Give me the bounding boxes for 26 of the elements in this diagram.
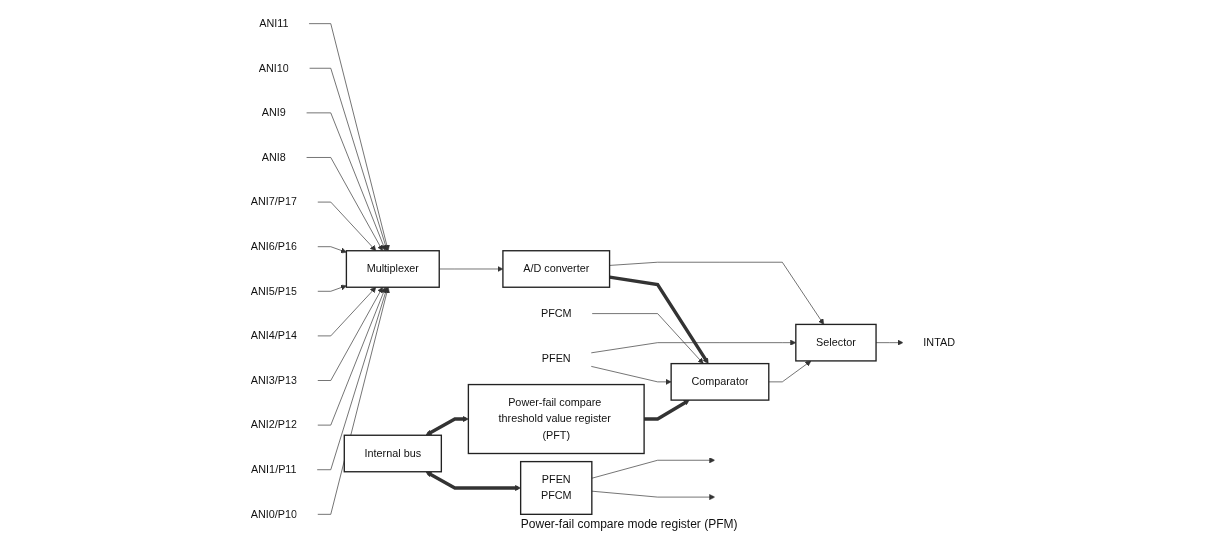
node-text: ANI5/P15	[250, 285, 298, 297]
arrow	[425, 416, 469, 436]
node-text: ANI7/P17	[250, 196, 298, 208]
node-text: INTAD	[923, 336, 956, 349]
node-box: Comparator	[670, 362, 770, 401]
node-text: ANI8	[261, 151, 287, 163]
node-text: ANI2/P12	[250, 419, 298, 431]
node-box: A/D converter	[502, 250, 611, 288]
node-text: ANI1/P11	[251, 463, 297, 476]
node-text: PFCM	[541, 307, 572, 320]
node-text: PFEN	[541, 352, 571, 364]
node-text: ANI0/P10	[250, 508, 298, 520]
arrow	[644, 399, 690, 421]
node-text: ANI10	[258, 62, 290, 74]
node-text: ANI11	[259, 17, 289, 30]
arrow	[609, 275, 709, 364]
node-text: ANI6/P16	[250, 240, 298, 253]
register-caption: Power-fail compare mode register (PFM)	[520, 517, 738, 532]
node-box: Internal bus	[343, 434, 443, 473]
node-text: ANI9	[261, 106, 287, 119]
node-box: PFEN PFCM	[520, 460, 593, 515]
node-box: Power-fail compare threshold value register (PFT)	[467, 383, 645, 455]
node-box: Multiplexer	[345, 250, 441, 288]
node-text: ANI3/P13	[250, 374, 298, 386]
node-text: ANI4/P14	[250, 329, 298, 342]
node-box: Selector	[795, 323, 877, 362]
